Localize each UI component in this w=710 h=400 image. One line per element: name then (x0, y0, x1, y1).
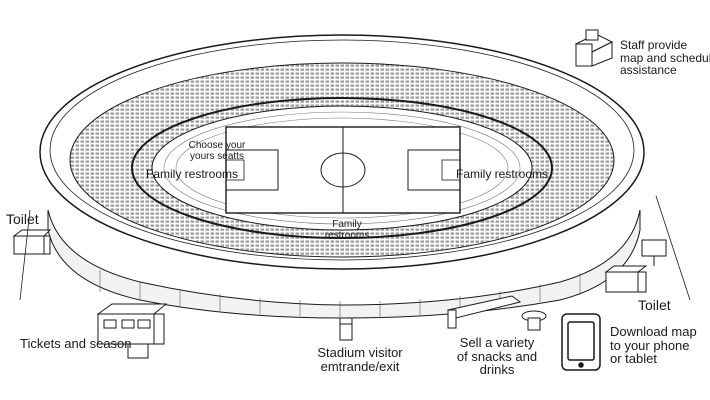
snack-stand (446, 295, 547, 331)
snacks-label: Sell a variety of snacks and drinks (456, 335, 538, 378)
staff-booth (574, 29, 614, 67)
toilet-kiosk-left (12, 229, 52, 255)
family-restrooms-center-label: Family restrooms (324, 219, 370, 241)
stadium-roof-inner (49, 39, 635, 261)
concourse-ring (131, 97, 553, 239)
family-restrooms-left-label: Family restrooms (146, 167, 239, 181)
staff-label: Staff provide map and schedule assistanc… (620, 38, 710, 78)
toilet-left-label: Toilet (6, 211, 39, 227)
entrance-gate (339, 317, 353, 341)
ticket-booth (96, 303, 168, 359)
download-label: Download map to your phone or tablet (610, 324, 697, 367)
football-pitch (225, 126, 461, 214)
info-screen (641, 239, 667, 266)
tablet-device (561, 313, 601, 371)
toilet-right-label: Toilet (638, 297, 671, 313)
light-masts (19, 195, 691, 301)
family-restrooms-right-label: Family restrooms (456, 167, 549, 181)
choose-seats-label: Choose your yours seatts (188, 140, 246, 162)
facade-columns (99, 270, 581, 317)
toilet-kiosk-right (604, 265, 648, 293)
stadium-facade (47, 209, 641, 319)
tickets-label: Tickets and season (20, 336, 132, 351)
entrance-label: Stadium visitor emtrande/exit (317, 345, 403, 374)
